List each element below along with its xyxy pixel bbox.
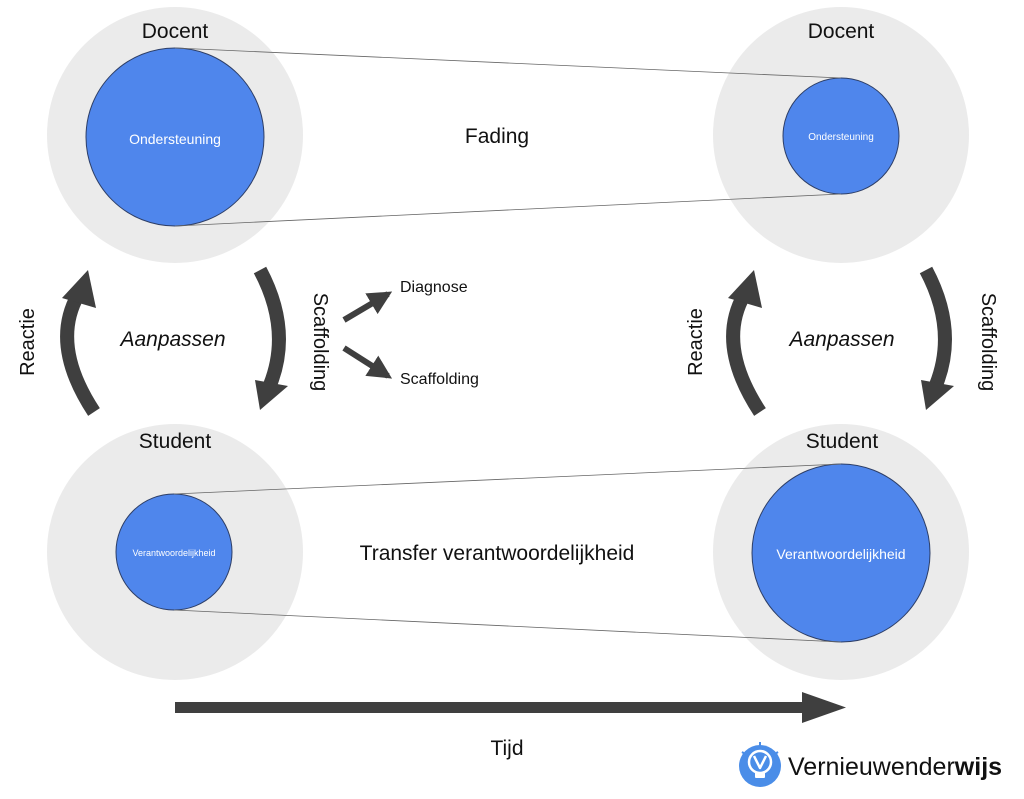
- left-docent-group: Docent Ondersteuning: [47, 7, 303, 263]
- brand-name: Vernieuwenderwijs: [788, 753, 1002, 781]
- left-reactie-arrow: [60, 291, 100, 416]
- left-student-group: Student Verantwoordelijkheid: [47, 424, 303, 680]
- right-scaffolding-arrow: [919, 266, 952, 388]
- fading-connectors: [174, 47, 842, 227]
- transfer-top-line: [173, 463, 842, 495]
- left-scaffolding-label: Scaffolding: [309, 293, 331, 392]
- brand-name-regular: Vernieuwender: [788, 753, 955, 781]
- branch-scaffolding-label: Scaffolding: [400, 371, 479, 388]
- brand-name-bold: wijs: [954, 753, 1002, 781]
- branch-arrows: Diagnose Scaffolding: [342, 279, 479, 388]
- timeline-label: Tijd: [490, 737, 523, 760]
- branch-diagnose-label: Diagnose: [400, 279, 468, 296]
- right-docent-group: Docent Ondersteuning: [713, 7, 969, 263]
- right-docent-label: Docent: [808, 20, 875, 43]
- right-student-label: Student: [806, 430, 879, 453]
- transfer-connectors: [173, 463, 842, 643]
- timeline-bar: [175, 702, 805, 713]
- left-reactie-arrowhead: [62, 270, 96, 308]
- left-verantwoordelijkheid-label: Verantwoordelijkheid: [132, 548, 215, 558]
- fading-top-line: [174, 47, 842, 79]
- transfer-label: Transfer verantwoordelijkheid: [360, 542, 635, 565]
- right-cycle: Reactie Scaffolding Aanpassen: [685, 266, 999, 416]
- fading-label: Fading: [465, 125, 529, 148]
- timeline: Tijd: [175, 692, 846, 760]
- transfer-bottom-line: [173, 609, 842, 643]
- left-student-label: Student: [139, 430, 212, 453]
- brand: Vernieuwenderwijs: [739, 742, 1002, 787]
- right-aanpassen-label: Aanpassen: [787, 328, 894, 351]
- right-reactie-label: Reactie: [685, 308, 707, 376]
- fading-bottom-line: [174, 193, 842, 227]
- right-scaffolding-arrowhead: [921, 380, 954, 410]
- left-aanpassen-label: Aanpassen: [118, 328, 225, 351]
- branch-up-arrow: [342, 291, 393, 323]
- left-cycle: Reactie Scaffolding Aanpassen: [17, 266, 331, 416]
- left-docent-label: Docent: [142, 20, 209, 43]
- left-ondersteuning-label: Ondersteuning: [129, 131, 221, 147]
- left-scaffolding-arrowhead: [255, 380, 288, 410]
- timeline-arrowhead: [802, 692, 846, 723]
- right-ondersteuning-label: Ondersteuning: [808, 132, 874, 143]
- left-reactie-label: Reactie: [17, 308, 39, 376]
- right-reactie-arrowhead: [728, 270, 762, 308]
- branch-down-arrow: [342, 345, 393, 379]
- right-verantwoordelijkheid-label: Verantwoordelijkheid: [776, 546, 905, 562]
- right-reactie-arrow: [726, 291, 766, 416]
- right-scaffolding-label: Scaffolding: [977, 293, 999, 392]
- right-student-group: Student Verantwoordelijkheid: [713, 424, 969, 680]
- left-scaffolding-arrow: [253, 266, 286, 388]
- lightbulb-v-icon: [739, 742, 781, 787]
